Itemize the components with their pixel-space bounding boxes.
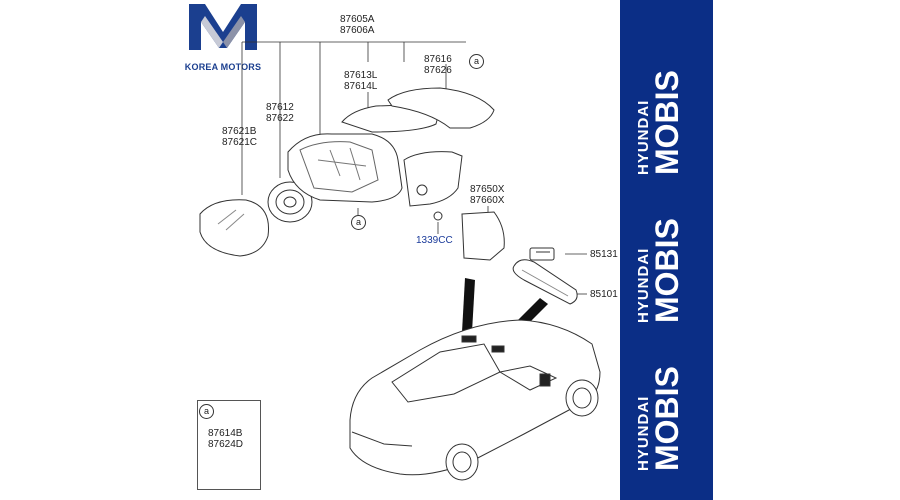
part-label-87613L: 87613L xyxy=(344,70,378,81)
logo-text: KOREA MOTORS xyxy=(184,62,262,72)
part-label-87616: 87616 xyxy=(424,54,452,65)
part-label-1339CC: 1339CC xyxy=(416,235,453,246)
part-label-87612: 87612 xyxy=(266,102,294,113)
part-label-87621C: 87621C xyxy=(222,137,258,148)
right-margin xyxy=(713,0,900,500)
left-margin xyxy=(0,0,178,500)
callout-a-inset: a xyxy=(199,404,214,419)
part-label-87621B: 87621B xyxy=(222,126,257,137)
part-label-87660X: 87660X xyxy=(470,195,505,206)
part-label-87622: 87622 xyxy=(266,113,294,124)
part-label-87626: 87626 xyxy=(424,65,452,76)
brand-mark-bottom: HYUNDAI MOBIS xyxy=(635,366,685,471)
part-label-87614L: 87614L xyxy=(344,81,378,92)
part-label-85131: 85131 xyxy=(590,249,618,260)
part-label-87650X: 87650X xyxy=(470,184,505,195)
part-label-87614B: 87614B xyxy=(208,428,243,439)
part-label-87605A: 87605A xyxy=(340,14,375,25)
brand-mark-top: HYUNDAI MOBIS xyxy=(635,70,685,175)
part-label-87624D: 87624D xyxy=(208,439,244,450)
brand-banner xyxy=(620,0,713,500)
part-label-87606A: 87606A xyxy=(340,25,375,36)
korea-motors-logo-icon xyxy=(189,4,257,50)
part-label-85101: 85101 xyxy=(590,289,618,300)
brand-mark-middle: HYUNDAI MOBIS xyxy=(635,218,685,323)
callout-a-cover: a xyxy=(469,54,484,69)
callout-a-housing: a xyxy=(351,215,366,230)
